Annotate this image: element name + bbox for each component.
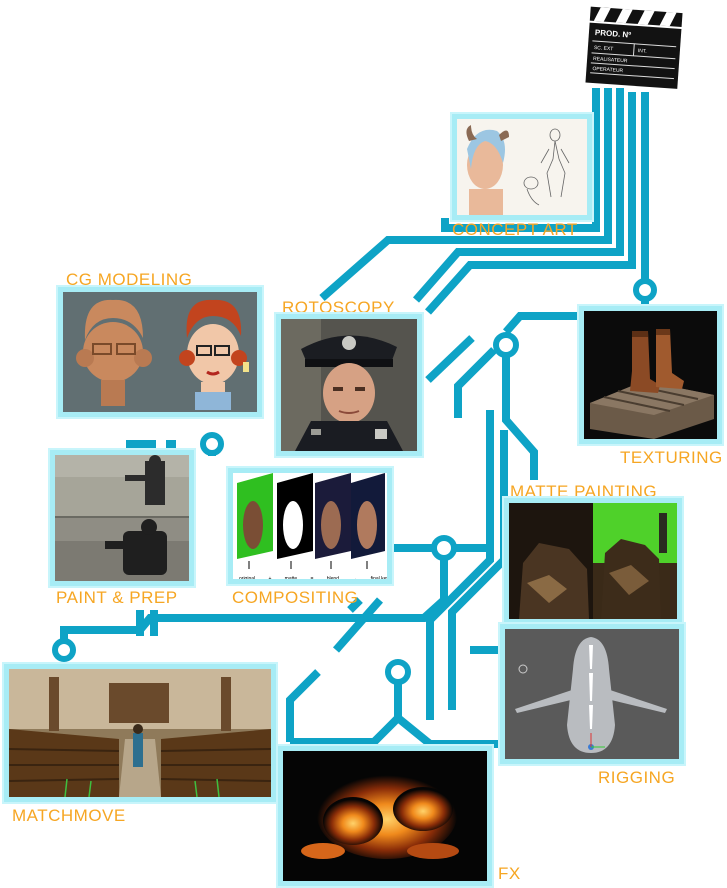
rigging-label: RIGGING	[598, 768, 676, 787]
paint-prep-label: PAINT & PREP	[56, 588, 178, 607]
compositing-caption: =	[310, 576, 314, 582]
rigging-image	[500, 624, 684, 764]
concept-art-label: CONCEPT ART	[452, 220, 578, 239]
rotoscopy-image	[276, 314, 422, 456]
matte-painting-image	[504, 498, 682, 624]
cg-modeling-image	[58, 287, 262, 417]
clapper-row: REALISATEUR	[593, 56, 628, 64]
fx-label: FX	[498, 864, 521, 883]
clapperboard-icon: PROD. Nº SC. EXT INT. REALISATEUR OPERAT…	[584, 0, 690, 96]
compositing-caption: →	[352, 576, 358, 582]
clapper-title: PROD. Nº	[595, 28, 632, 40]
compositing-caption: original	[239, 576, 256, 582]
cg-modeling-label: CG MODELING	[66, 270, 193, 289]
rotoscopy-label: ROTOSCOPY	[282, 298, 395, 317]
clapper-row: INT.	[638, 48, 647, 55]
matte-painting-label: MATTE PAINTING	[510, 482, 658, 501]
texturing-label: TEXTURING	[620, 448, 723, 467]
matchmove-label: MATCHMOVE	[12, 806, 126, 825]
clapper-row: SC. EXT	[594, 45, 614, 52]
compositing-caption: final key	[370, 576, 389, 582]
matchmove-image	[4, 664, 276, 802]
compositing-caption: matte	[284, 576, 298, 582]
concept-art-image	[452, 114, 592, 220]
compositing-caption: +	[268, 576, 272, 582]
compositing-caption: blend	[326, 576, 339, 582]
texturing-image	[579, 306, 722, 444]
paint-prep-image	[50, 450, 194, 586]
compositing-label: COMPOSITING	[232, 588, 359, 607]
clapper-row: OPERATEUR	[592, 66, 623, 74]
fx-image	[278, 746, 492, 886]
compositing-image: original + matte = blend → final key	[228, 468, 392, 584]
